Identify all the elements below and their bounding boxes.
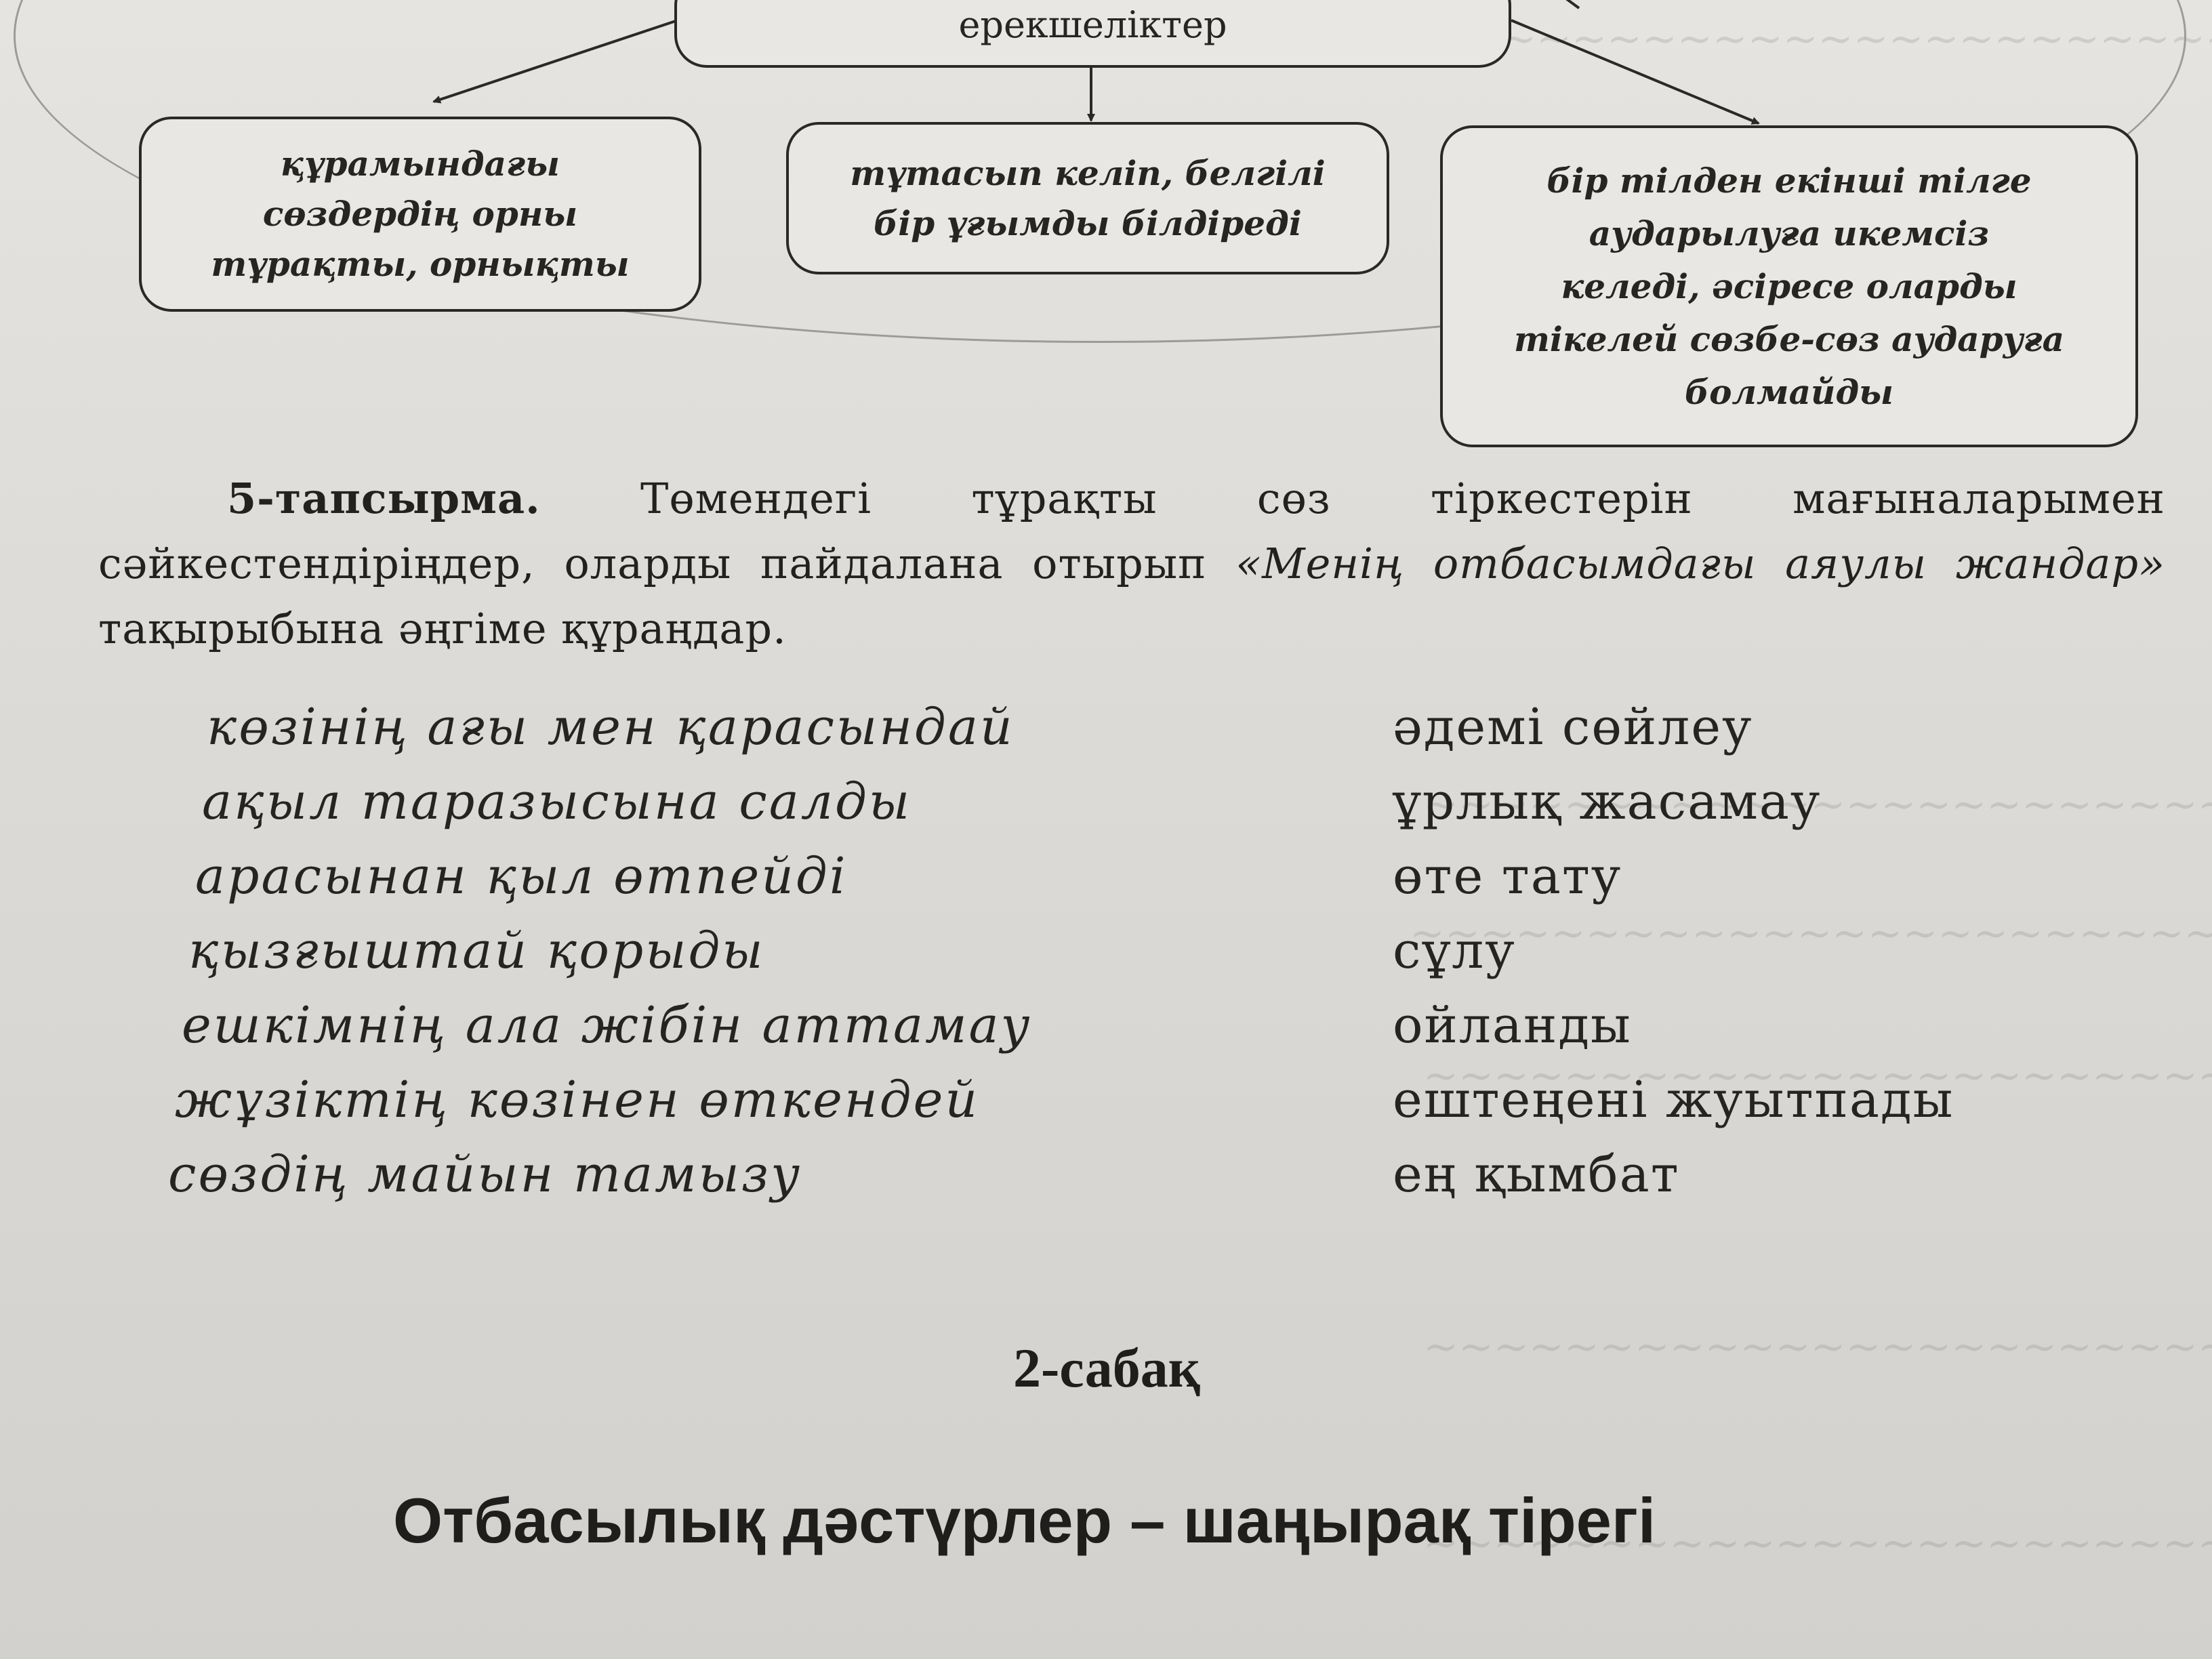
- phrase-item: қызғыштай қорыды: [188, 922, 765, 980]
- bleed-through-text: ~~~~~~~~~~~~~~~~~~~~~~~~~~~~~: [1423, 1050, 2212, 1100]
- task-5-paragraph: 5-тапсырма. Төмендегі тұрақты сөз тіркес…: [98, 466, 2165, 661]
- phrase-item: сөздің майын тамызу: [168, 1145, 802, 1204]
- feature-line: болмайды: [1685, 371, 1893, 412]
- task-5-topic: «Менің отбасымдағы аяулы жандар»: [1235, 539, 2165, 588]
- meaning-item: сұлу: [1393, 922, 1516, 980]
- task-5-label: 5-тапсырма.: [227, 474, 541, 523]
- feature-box-text: тұтасып келіп, белгілі бір ұғымды білдір…: [850, 148, 1326, 249]
- phrase-item: ешкімнің ала жібін аттамау: [182, 996, 1032, 1054]
- feature-line: сөздердің орны: [262, 194, 578, 234]
- meaning-item: өте тату: [1393, 847, 1622, 905]
- feature-line: тұрақты, орнықты: [211, 244, 630, 284]
- section-title: Отбасылық дәстүрлер – шаңырақ тірегі: [393, 1485, 1656, 1556]
- feature-line: тікелей сөзбе-сөз аударуға: [1513, 319, 2065, 359]
- meaning-item: ең қымбат: [1393, 1145, 1680, 1204]
- feature-line: аударылуға икемсіз: [1589, 213, 1990, 253]
- bleed-through-text: ~~~~~~~~~~~~~~~~~~~~~~~~~~~~~~: [1410, 908, 2212, 958]
- meaning-item: әдемі сөйлеу: [1393, 698, 1753, 756]
- arrow-top-right-fragment: [1565, 0, 1580, 9]
- arrow-to-left-box: [432, 19, 678, 104]
- feature-box-fixed-order: құрамындағы сөздердің орны тұрақты, орны…: [139, 117, 701, 312]
- phrase-item: көзінің ағы мен қарасындай: [207, 698, 1015, 756]
- lesson-label: 2-сабақ: [1013, 1337, 1200, 1399]
- phrase-item: жұзіктің көзінен өткендей: [175, 1071, 980, 1129]
- meaning-item: ұрлық жасамау: [1393, 773, 1822, 831]
- phrase-item: ақыл таразысына салды: [202, 773, 912, 831]
- bleed-through-text: ~~~~~~~~~~~~~~~~~~~~~~~~~~~~~: [1423, 1322, 2212, 1371]
- feature-box-text: құрамындағы сөздердің орны тұрақты, орны…: [211, 139, 629, 289]
- meaning-item: ештеңені жуытпады: [1393, 1071, 1954, 1129]
- diagram-arrows: [432, 0, 1760, 125]
- features-heading-text: ерекшеліктер: [958, 3, 1227, 46]
- features-heading-box: ерекшеліктер: [674, 0, 1511, 68]
- arrow-to-right-box: [1511, 19, 1760, 125]
- bleed-through-text: ~~~~~~~~~~~~~~~~~~~~~~~~~~~~~: [1423, 779, 2212, 829]
- feature-box-single-meaning: тұтасып келіп, белгілі бір ұғымды білдір…: [786, 122, 1389, 274]
- bleed-through-text: ~~~~~~~~~~~~~~~~~~~~~~~~~~~~~: [1423, 1518, 2212, 1568]
- feature-line: бір ұғымды білдіреді: [874, 203, 1302, 243]
- task-5-text: Төмендегі тұрақты сөз тіркестерін мағына…: [98, 474, 2165, 588]
- feature-box-untranslatable: бір тілден екінші тілге аударылуға икемс…: [1440, 125, 2138, 447]
- phrase-item: арасынан қыл өтпейді: [195, 847, 848, 905]
- feature-line: тұтасып келіп, белгілі: [850, 152, 1326, 193]
- feature-line: келеді, әсіресе оларды: [1561, 266, 2018, 306]
- meaning-item: ойланды: [1393, 996, 1632, 1054]
- feature-line: бір тілден екінші тілге: [1547, 160, 2032, 201]
- task-5-text-end: тақырыбына әңгіме құраңдар.: [98, 604, 787, 653]
- feature-line: құрамындағы: [280, 144, 560, 184]
- feature-box-text: бір тілден екінші тілге аударылуға икемс…: [1514, 155, 2064, 419]
